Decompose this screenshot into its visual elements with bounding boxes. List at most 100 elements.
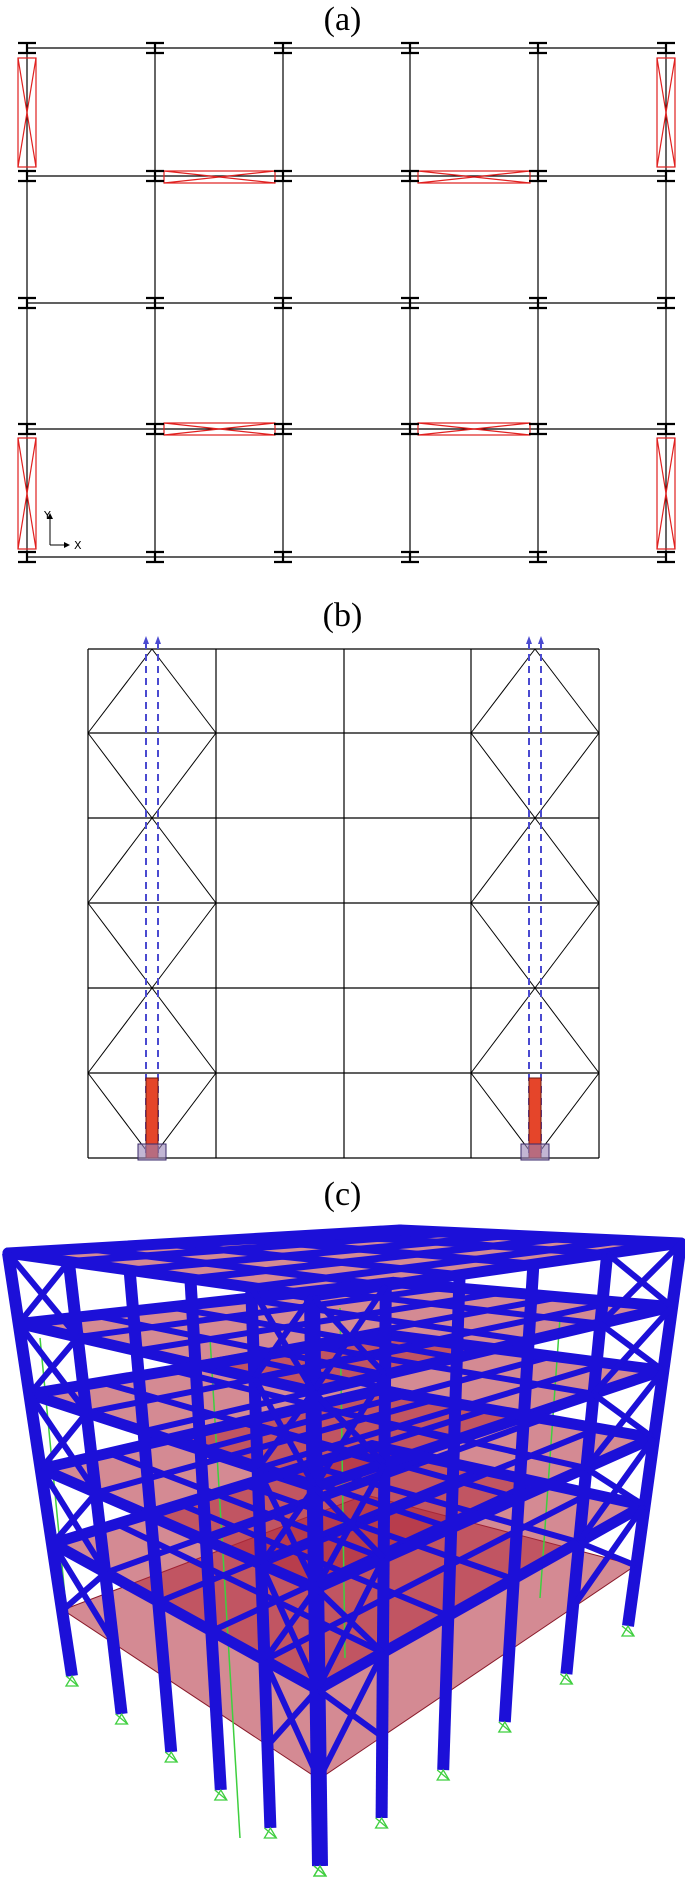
plan-columns bbox=[18, 41, 675, 564]
support-cross bbox=[559, 1673, 573, 1685]
i-section-column-icon bbox=[657, 169, 675, 183]
i-section-column-icon bbox=[401, 169, 419, 183]
steel-braces bbox=[5, 1240, 684, 1781]
i-section-column-icon bbox=[657, 41, 675, 55]
i-section-column-icon bbox=[18, 422, 36, 436]
supports bbox=[64, 1624, 636, 1877]
brace-outline bbox=[656, 57, 676, 168]
tendon-anchor-icon bbox=[143, 636, 149, 644]
plan-brace bbox=[656, 437, 676, 550]
chevron-brace bbox=[470, 987, 536, 1074]
steel-brace bbox=[38, 1410, 90, 1471]
i-section-column-icon bbox=[146, 550, 164, 564]
perimeter-beam bbox=[35, 1463, 322, 1594]
steel-brace bbox=[576, 1436, 656, 1545]
tendon-anchor-icon bbox=[526, 636, 532, 644]
i-section-column-icon bbox=[529, 169, 547, 183]
chevron-brace bbox=[87, 987, 153, 1074]
perimeter-beam bbox=[13, 1318, 319, 1398]
i-section-column-icon bbox=[529, 422, 547, 436]
perimeter-beam bbox=[366, 1440, 650, 1511]
chevron-brace bbox=[470, 648, 536, 734]
chevron-brace bbox=[470, 732, 536, 819]
brace-outline bbox=[417, 170, 531, 184]
support-triangle bbox=[114, 1712, 129, 1725]
support-cross bbox=[214, 1789, 228, 1801]
support-cross bbox=[115, 1713, 129, 1725]
chevron-brace bbox=[151, 732, 217, 819]
support-triangle bbox=[64, 1674, 80, 1687]
chevron-brace bbox=[470, 902, 536, 989]
chevron-brace bbox=[534, 902, 600, 989]
chevron-brace bbox=[87, 817, 153, 904]
pin-support-icon bbox=[436, 1768, 451, 1781]
chevron-brace bbox=[151, 817, 217, 904]
steel-brace bbox=[265, 1687, 320, 1748]
pin-support-icon bbox=[559, 1672, 574, 1685]
perimeter-beam bbox=[2, 1247, 318, 1302]
plan-brace bbox=[417, 422, 531, 436]
i-section-column-icon bbox=[529, 550, 547, 564]
support-triangle bbox=[263, 1826, 278, 1839]
brace-diagonal bbox=[17, 437, 37, 550]
i-section-column-icon bbox=[274, 296, 292, 310]
pin-support-icon bbox=[213, 1788, 228, 1801]
support-cross bbox=[375, 1817, 389, 1829]
plan-brace bbox=[17, 437, 37, 550]
panel-b-label: (b) bbox=[322, 597, 363, 634]
i-section-column-icon bbox=[274, 169, 292, 183]
perimeter-beam bbox=[312, 1500, 650, 1695]
steel-brace bbox=[591, 1304, 675, 1396]
steel-brace bbox=[258, 1485, 318, 1567]
i-section-column-icon bbox=[274, 41, 292, 55]
support-triangle bbox=[559, 1672, 574, 1685]
chevron-brace bbox=[151, 987, 217, 1074]
pin-support-icon bbox=[312, 1864, 328, 1877]
pin-support-icon bbox=[620, 1624, 636, 1637]
steel-column bbox=[375, 1285, 392, 1819]
i-section-column-icon bbox=[18, 550, 36, 564]
chevron-brace bbox=[534, 648, 600, 734]
panel-a-label: (a) bbox=[323, 1, 362, 38]
support-cross bbox=[164, 1751, 178, 1763]
i-section-column-icon bbox=[529, 41, 547, 55]
steel-beam bbox=[115, 1521, 385, 1656]
steel-brace bbox=[598, 1240, 684, 1326]
brace-diagonal bbox=[163, 422, 276, 436]
support-triangle bbox=[213, 1788, 228, 1801]
brace-outline bbox=[163, 170, 276, 184]
i-section-column-icon bbox=[146, 169, 164, 183]
tendon-anchor-icon bbox=[538, 636, 544, 644]
perimeter-beam bbox=[2, 1224, 406, 1259]
perimeter-beam bbox=[394, 1224, 685, 1249]
steel-brace bbox=[16, 1259, 72, 1326]
chevron-brace bbox=[470, 817, 536, 904]
steel-brace bbox=[313, 1462, 388, 1590]
steel-brace bbox=[316, 1651, 386, 1781]
steel-brace bbox=[262, 1586, 319, 1662]
perimeter-beam bbox=[309, 1365, 669, 1493]
support-triangle bbox=[312, 1864, 328, 1877]
support-cross bbox=[498, 1721, 512, 1733]
green-cable bbox=[209, 1337, 241, 1839]
perimeter-beam bbox=[24, 1329, 392, 1400]
damper-base bbox=[520, 1143, 550, 1161]
brace-diagonal bbox=[17, 57, 37, 168]
steel-brace bbox=[583, 1368, 666, 1470]
steel-column bbox=[123, 1269, 178, 1753]
pin-support-icon bbox=[374, 1816, 389, 1829]
tendon-anchor-icon bbox=[155, 636, 161, 644]
plan-braces bbox=[17, 57, 676, 550]
steel-column bbox=[184, 1278, 227, 1791]
i-section-column-icon bbox=[401, 296, 419, 310]
i-section-column-icon bbox=[274, 550, 292, 564]
steel-brace bbox=[252, 1294, 315, 1380]
pin-support-icon bbox=[497, 1720, 512, 1733]
i-section-column-icon bbox=[401, 41, 419, 55]
chevron-brace bbox=[87, 732, 153, 819]
steel-brace bbox=[314, 1556, 387, 1691]
plan-brace bbox=[163, 170, 276, 184]
steel-column bbox=[437, 1274, 466, 1771]
elevation-chevron-braces bbox=[87, 648, 600, 1159]
steel-column bbox=[2, 1252, 78, 1677]
